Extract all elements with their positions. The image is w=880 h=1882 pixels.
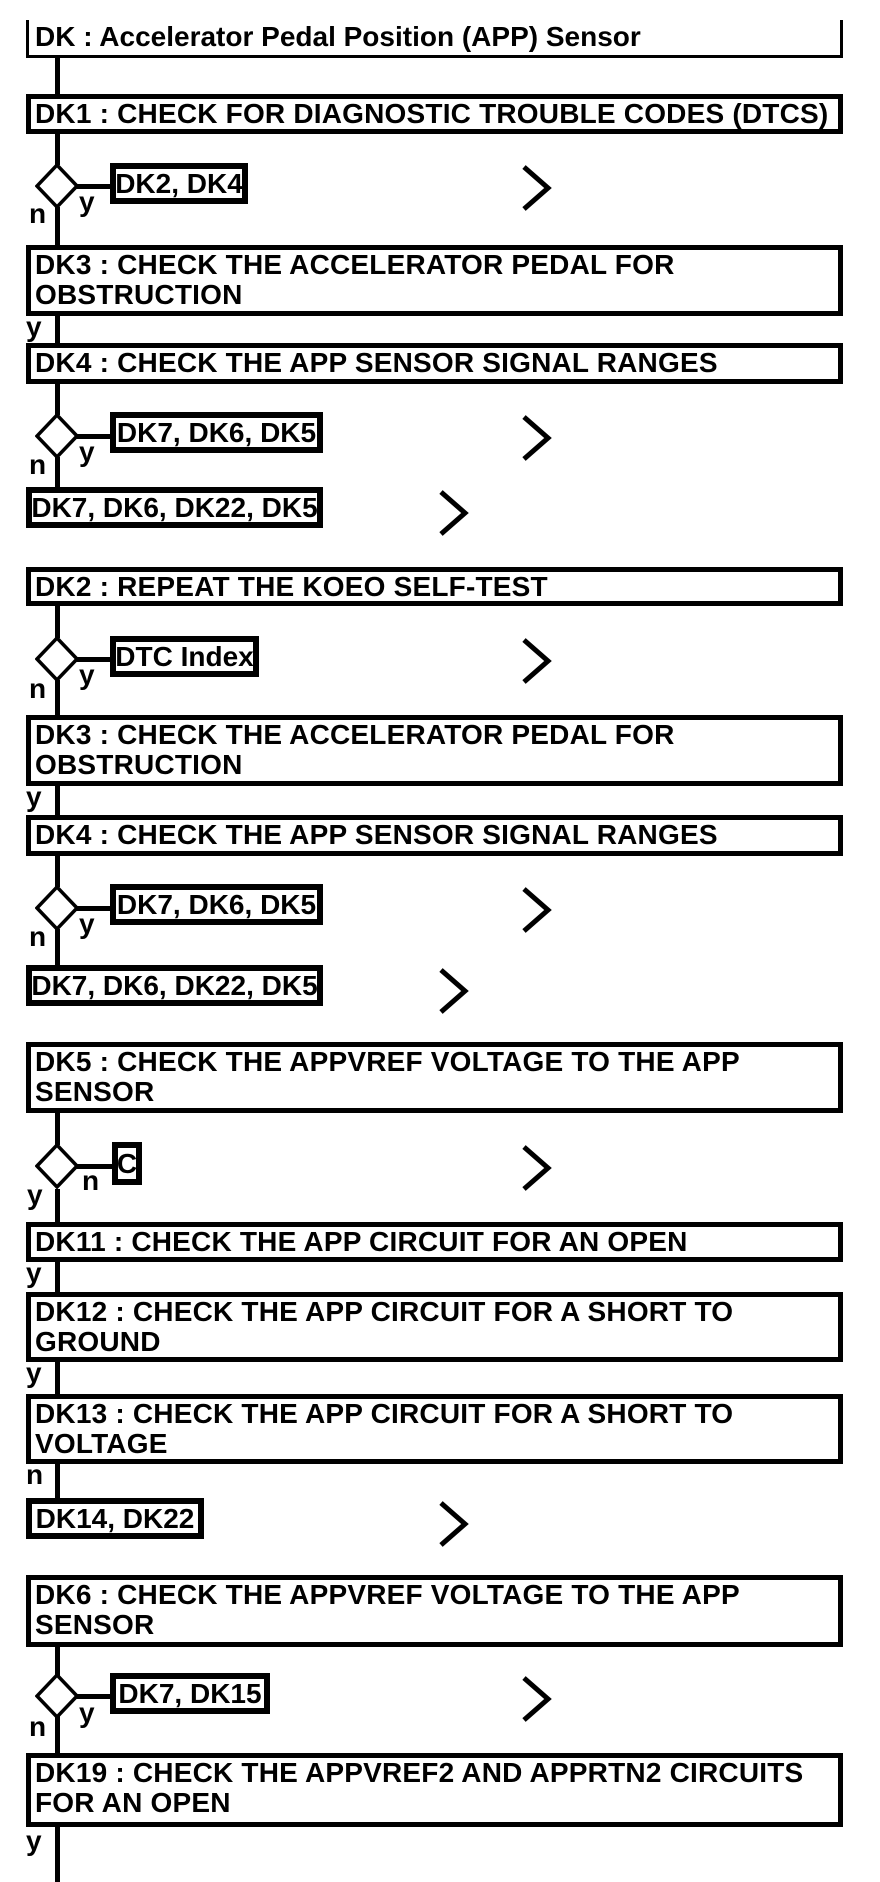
reference-box-c[interactable]: C	[112, 1142, 142, 1185]
continue-chevron[interactable]	[521, 1144, 553, 1192]
connector-line	[55, 1113, 60, 1145]
continue-chevron[interactable]	[438, 967, 470, 1015]
label-no: n	[29, 921, 47, 952]
reference-box-dk7-dk6-dk22-dk5-second[interactable]: DK7, DK6, DK22, DK5	[26, 965, 323, 1006]
label-yes: y	[26, 781, 42, 812]
process-box-dk5: DK5 : CHECK THE APPVREF VOLTAGE TO THE A…	[26, 1042, 843, 1113]
continue-chevron[interactable]	[521, 1675, 553, 1723]
label-yes: y	[26, 311, 42, 342]
label-yes: y	[27, 1179, 43, 1210]
reference-box-dk7-dk6-dk22-dk5-first[interactable]: DK7, DK6, DK22, DK5	[26, 487, 323, 528]
connector-line	[55, 1189, 60, 1224]
process-box-dk11: DK11 : CHECK THE APP CIRCUIT FOR AN OPEN	[26, 1222, 843, 1262]
label-yes: y	[26, 1357, 42, 1388]
process-box-dk1: DK1 : CHECK FOR DIAGNOSTIC TROUBLE CODES…	[26, 94, 843, 134]
label-no: n	[82, 1165, 100, 1196]
reference-box-dk2-dk4[interactable]: DK2, DK4	[110, 163, 248, 204]
label-yes: y	[79, 186, 95, 217]
process-box-dk2: DK2 : REPEAT THE KOEO SELF-TEST	[26, 567, 843, 606]
branch-line	[76, 657, 112, 662]
label-no: n	[29, 449, 47, 480]
branch-line	[76, 184, 112, 189]
connector-line	[55, 1464, 60, 1499]
connector-line	[55, 929, 60, 967]
process-box-dk3-second: DK3 : CHECK THE ACCELERATOR PEDAL FOR OB…	[26, 715, 843, 786]
label-yes: y	[79, 1697, 95, 1728]
label-yes: y	[26, 1257, 42, 1288]
label-yes: y	[79, 908, 95, 939]
label-no: n	[29, 673, 47, 704]
branch-line	[76, 1694, 112, 1699]
connector-line	[55, 786, 60, 815]
decision-diamond-5	[35, 1143, 79, 1189]
connector-line	[55, 606, 60, 638]
connector-line	[55, 856, 60, 887]
connector-line	[55, 1716, 60, 1754]
flowchart-title: DK : Accelerator Pedal Position (APP) Se…	[26, 20, 843, 58]
process-box-dk19: DK19 : CHECK THE APPVREF2 AND APPRTN2 CI…	[26, 1753, 843, 1827]
connector-line	[55, 133, 60, 165]
connector-line	[55, 316, 60, 345]
label-no: n	[29, 1711, 47, 1742]
continue-chevron[interactable]	[521, 886, 553, 934]
process-box-dk4-second: DK4 : CHECK THE APP SENSOR SIGNAL RANGES	[26, 815, 843, 856]
continue-chevron[interactable]	[438, 489, 470, 537]
continue-chevron[interactable]	[521, 414, 553, 462]
reference-box-dk7-dk6-dk5-first[interactable]: DK7, DK6, DK5	[110, 412, 323, 453]
process-box-dk4-first: DK4 : CHECK THE APP SENSOR SIGNAL RANGES	[26, 343, 843, 384]
continue-chevron[interactable]	[438, 1500, 470, 1548]
branch-line	[76, 906, 112, 911]
process-box-dk13: DK13 : CHECK THE APP CIRCUIT FOR A SHORT…	[26, 1394, 843, 1464]
reference-box-dk7-dk6-dk5-second[interactable]: DK7, DK6, DK5	[110, 884, 323, 925]
connector-line	[55, 57, 60, 95]
label-yes: y	[79, 659, 95, 690]
branch-line	[76, 434, 112, 439]
label-no: n	[29, 198, 47, 229]
reference-box-dtc-index[interactable]: DTC Index	[110, 636, 259, 677]
continue-chevron[interactable]	[521, 637, 553, 685]
connector-line	[55, 457, 60, 488]
label-no: n	[26, 1459, 44, 1490]
process-box-dk12: DK12 : CHECK THE APP CIRCUIT FOR A SHORT…	[26, 1292, 843, 1362]
reference-box-dk14-dk22[interactable]: DK14, DK22	[26, 1498, 204, 1539]
connector-line	[55, 207, 60, 247]
continue-chevron[interactable]	[521, 164, 553, 212]
reference-box-dk7-dk15[interactable]: DK7, DK15	[110, 1673, 270, 1714]
branch-line	[76, 1164, 116, 1169]
process-box-dk6: DK6 : CHECK THE APPVREF VOLTAGE TO THE A…	[26, 1575, 843, 1647]
label-yes: y	[79, 436, 95, 467]
connector-line	[55, 1362, 60, 1395]
connector-line	[55, 384, 60, 415]
label-yes: y	[26, 1825, 42, 1856]
connector-line	[55, 680, 60, 717]
process-box-dk3-first: DK3 : CHECK THE ACCELERATOR PEDAL FOR OB…	[26, 245, 843, 316]
connector-line	[55, 1827, 60, 1882]
connector-line	[55, 1262, 60, 1293]
connector-line	[55, 1647, 60, 1676]
